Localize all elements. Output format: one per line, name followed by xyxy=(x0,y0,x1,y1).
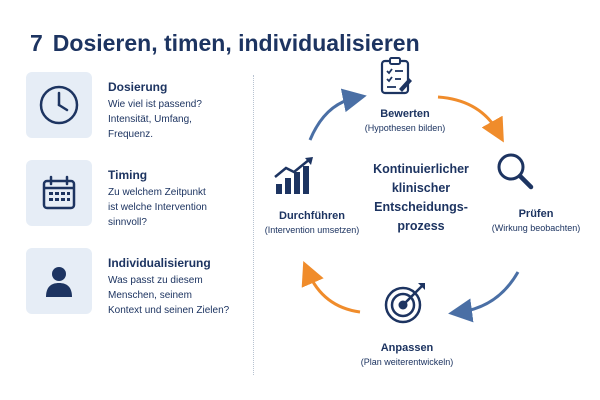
node-subtitle: (Plan weiterentwickeln) xyxy=(360,357,454,367)
node-subtitle: (Intervention umsetzen) xyxy=(264,225,360,235)
clock-icon xyxy=(39,85,79,125)
growth-chart-icon xyxy=(274,157,313,194)
arrow-to-anpassen xyxy=(448,271,520,323)
node-anpassen: Anpassen (Plan weiterentwickeln) xyxy=(342,342,472,367)
node-subtitle: (Wirkung beobachten) xyxy=(491,223,581,233)
card-line: Intensität, Umfang, xyxy=(108,114,192,125)
card-timing: Timing Zu welchem Zeitpunkt ist welche I… xyxy=(26,160,254,240)
center-line: Kontinuierlicher xyxy=(373,162,469,176)
card-body: Zu welchem Zeitpunkt ist welche Interven… xyxy=(108,185,258,230)
node-title: Bewerten xyxy=(380,108,430,120)
calendar-icon-box xyxy=(26,160,92,226)
card-line: sinnvoll? xyxy=(108,217,147,228)
node-title: Anpassen xyxy=(380,342,434,354)
person-icon-box xyxy=(26,248,92,314)
section-title: Dosieren, timen, individualisieren xyxy=(52,30,420,56)
center-line: Entscheidungs- xyxy=(374,200,468,214)
vertical-divider xyxy=(253,75,254,375)
node-durchfuehren: Durchführen (Intervention umsetzen) xyxy=(252,210,372,235)
clock-icon-box xyxy=(26,72,92,138)
target-icon xyxy=(384,283,425,324)
card-title: Dosierung xyxy=(108,80,168,94)
card-line: Wie viel ist passend? xyxy=(108,99,202,110)
magnifier-icon xyxy=(497,153,534,190)
section-number: 7 xyxy=(30,30,43,56)
person-icon xyxy=(46,267,72,297)
cycle-arrows xyxy=(301,88,520,323)
arrow-to-bewerten xyxy=(308,88,367,141)
node-subtitle: (Hypothesen bilden) xyxy=(364,123,446,133)
card-line: Kontext und seinen Zielen? xyxy=(108,305,230,316)
calendar-icon xyxy=(42,175,76,210)
card-line: Frequenz. xyxy=(108,129,154,140)
clipboard-checklist-icon xyxy=(380,57,412,95)
node-pruefen: Prüfen (Wirkung beobachten) xyxy=(472,208,600,233)
node-title: Durchführen xyxy=(279,210,345,222)
card-body: Wie viel ist passend? Intensität, Umfang… xyxy=(108,97,258,142)
card-title: Timing xyxy=(108,168,148,182)
page-title: 7 Dosieren, timen, individualisieren xyxy=(30,30,420,57)
card-line: Was passt zu diesem xyxy=(108,275,203,286)
center-line: klinischer xyxy=(391,181,451,195)
node-bewerten: Bewerten (Hypothesen bilden) xyxy=(350,108,460,133)
card-title: Individualisierung xyxy=(108,256,211,270)
card-line: ist welche Intervention xyxy=(108,202,207,213)
card-line: Menschen, seinem xyxy=(108,290,192,301)
card-body: Was passt zu diesem Menschen, seinem Kon… xyxy=(108,273,258,318)
decision-cycle: Bewerten (Hypothesen bilden) Prüfen (Wir… xyxy=(260,57,600,392)
card-dosierung: Dosierung Wie viel ist passend? Intensit… xyxy=(26,72,254,152)
node-title: Prüfen xyxy=(518,208,554,220)
card-line: Zu welchem Zeitpunkt xyxy=(108,187,206,198)
card-individualisierung: Individualisierung Was passt zu diesem M… xyxy=(26,248,254,328)
cycle-center-label: Kontinuierlicher klinischer Entscheidung… xyxy=(365,160,477,236)
arrow-to-pruefen xyxy=(437,95,504,143)
arrow-to-durchfuehren xyxy=(301,260,361,314)
center-line: prozess xyxy=(397,219,445,233)
